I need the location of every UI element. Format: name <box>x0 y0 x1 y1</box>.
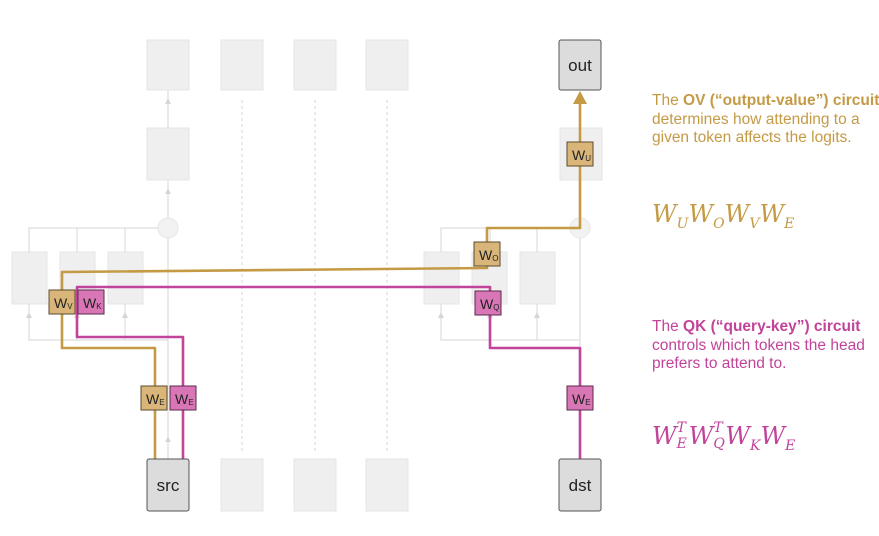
background-skeleton <box>11 39 603 512</box>
ghost-bottom-box-1 <box>220 458 264 512</box>
ov-value-path <box>60 100 582 459</box>
ghost-top-box-2 <box>220 39 264 91</box>
dst-node: dst <box>558 458 602 512</box>
wv-main: W <box>54 295 68 311</box>
qk-text-suffix: controls which tokens the head prefers t… <box>652 336 865 373</box>
weight-we-dst-badge: WE <box>566 385 594 411</box>
out-node: out <box>558 39 602 91</box>
we-src-qk-main: W <box>175 391 189 407</box>
src-label: src <box>157 476 180 495</box>
we-src-qk-sub: E <box>188 398 193 407</box>
ov-description: The OV (“output-value”) circuit determin… <box>652 92 879 148</box>
we-src-ov-main: W <box>146 391 160 407</box>
ghost-top-box-3 <box>293 39 337 91</box>
wq-sub: Q <box>493 303 499 312</box>
we-dst-sub: E <box>585 398 590 407</box>
qk-bold-title: QK (“query-key”) circuit <box>683 318 861 335</box>
out-label: out <box>568 56 592 75</box>
weight-wv-badge: WV <box>48 289 76 315</box>
weight-we-src-qk-badge: WE <box>169 385 197 411</box>
svg-text:WE: WE <box>146 391 165 407</box>
wk-sub: K <box>96 302 102 311</box>
svg-text:WE: WE <box>572 391 591 407</box>
ghost-mlp-box <box>146 127 190 181</box>
dst-label: dst <box>569 476 592 495</box>
svg-text:WO: WO <box>479 247 498 263</box>
ghost-left-head-1 <box>11 251 48 305</box>
svg-text:WQ: WQ <box>480 296 499 312</box>
ghost-bottom-box-2 <box>293 458 337 512</box>
we-dst-main: W <box>572 391 586 407</box>
wo-sub: O <box>492 254 498 263</box>
wv-sub: V <box>67 302 73 311</box>
ghost-right-head-1 <box>423 251 460 305</box>
wk-main: W <box>83 295 97 311</box>
we-src-ov-sub: E <box>159 398 164 407</box>
weight-we-src-ov-badge: WE <box>140 385 168 411</box>
ghost-top-box-1 <box>146 39 190 91</box>
ov-formula: WUWOWVWE <box>652 200 795 232</box>
ov-text-prefix: The <box>652 92 684 109</box>
qk-circuit-path <box>75 285 582 459</box>
ghost-bottom-box-3 <box>365 458 409 512</box>
src-node: src <box>146 458 190 512</box>
ghost-top-box-4 <box>365 39 409 91</box>
svg-text:WK: WK <box>83 295 102 311</box>
weight-wu-badge: WU <box>566 141 594 167</box>
ov-circuit-path <box>60 100 582 459</box>
qk-key-path <box>75 285 492 459</box>
wu-sub: U <box>585 154 591 163</box>
weight-wq-badge: WQ <box>474 290 502 316</box>
svg-text:WV: WV <box>54 295 73 311</box>
weight-wo-badge: WO <box>473 241 501 267</box>
weight-wk-badge: WK <box>77 289 105 315</box>
svg-text:WU: WU <box>572 147 591 163</box>
ov-arrowhead <box>573 91 587 104</box>
ov-bold-title: OV (“output-value”) circuit <box>683 92 879 109</box>
wo-main: W <box>479 247 493 263</box>
ov-text-suffix: determines how attending to a given toke… <box>652 110 860 147</box>
qk-description: The QK (“query-key”) circuit controls wh… <box>652 318 879 374</box>
ghost-right-head-3 <box>519 251 556 305</box>
wu-main: W <box>572 147 586 163</box>
qk-text-prefix: The <box>652 318 684 335</box>
wq-main: W <box>480 296 494 312</box>
svg-text:WE: WE <box>175 391 194 407</box>
ghost-left-head-3 <box>107 251 144 305</box>
ghost-sum-left <box>157 217 179 239</box>
